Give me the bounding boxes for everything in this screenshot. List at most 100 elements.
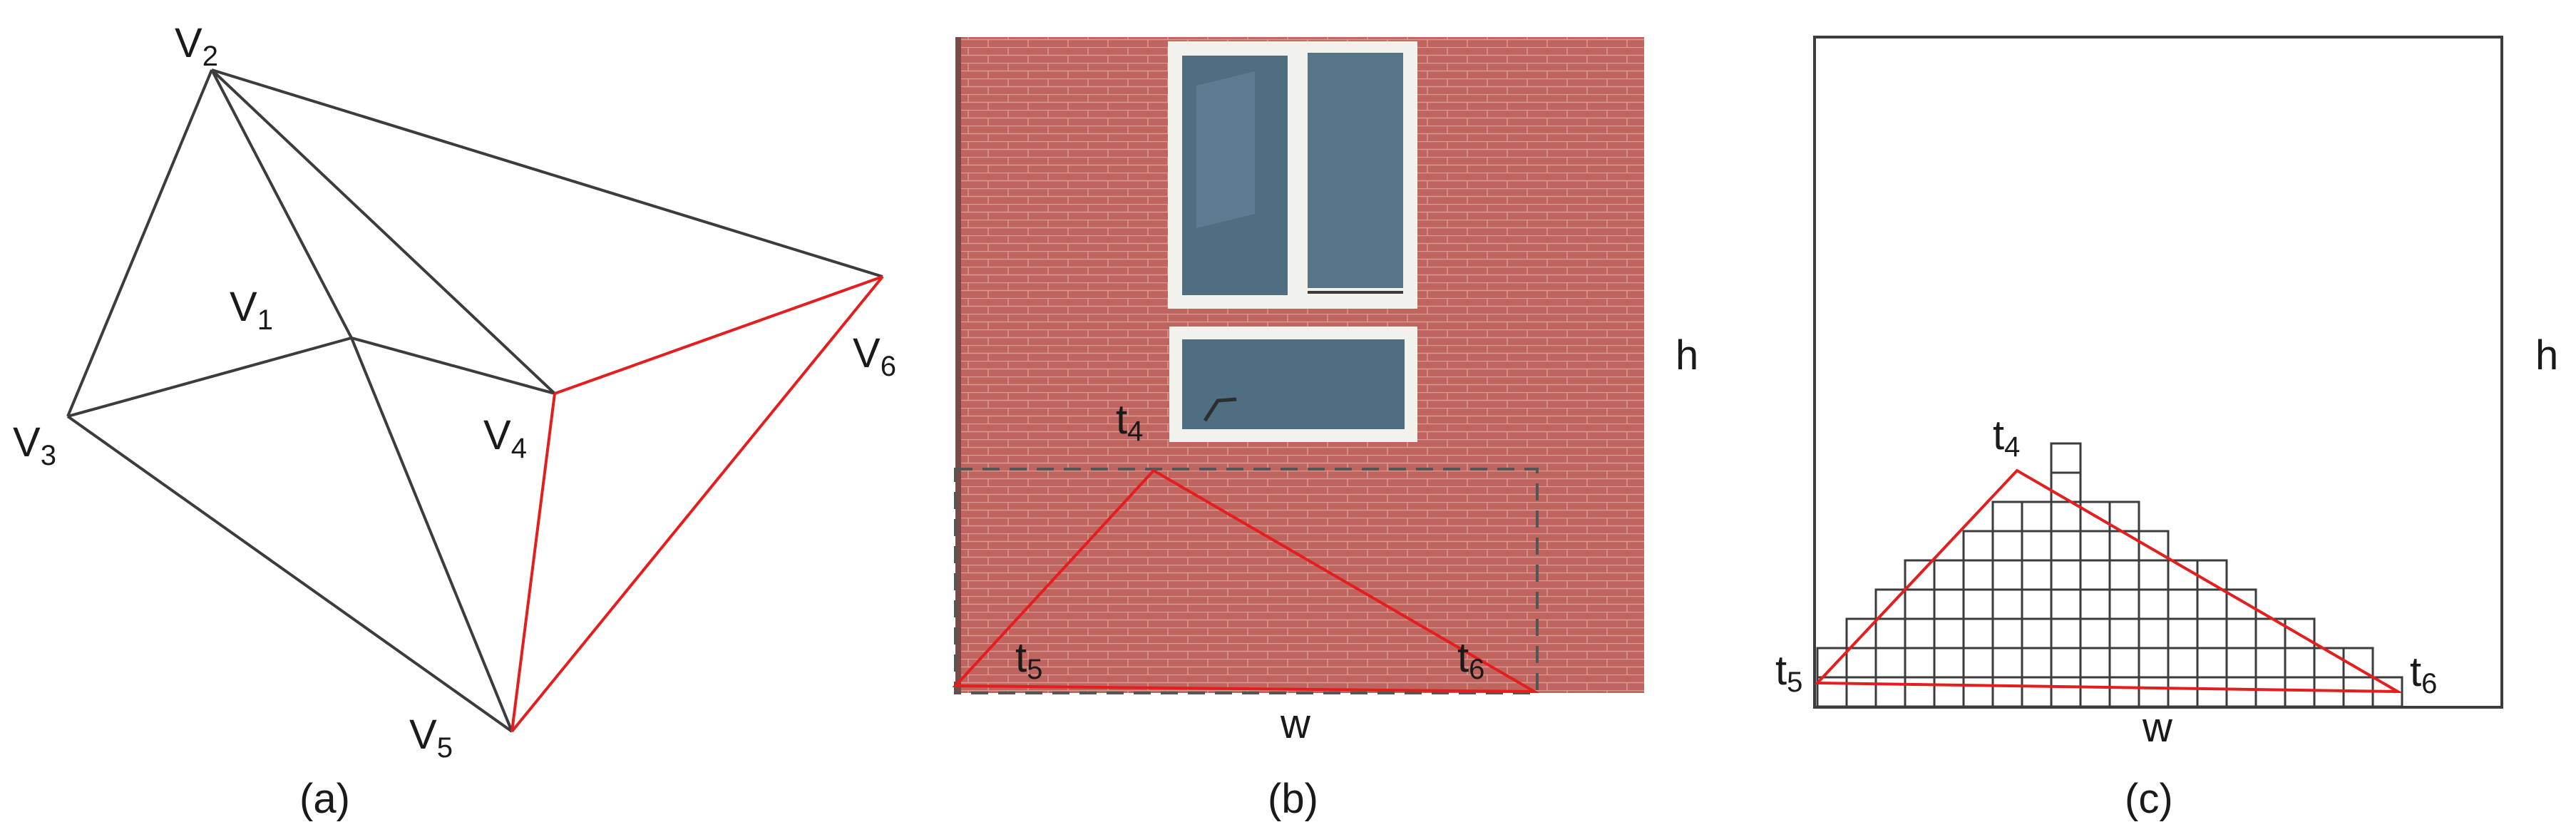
pixel-cell [2021, 647, 2053, 679]
pixel-cell [2342, 647, 2374, 679]
pixel-cell [2138, 588, 2170, 620]
pixel-cell [1845, 617, 1877, 649]
pixel-cell [2021, 617, 2053, 649]
pixel-cell [1816, 647, 1848, 679]
vertex-label-v4: V4 [483, 412, 527, 464]
pixel-cell [2167, 588, 2199, 620]
pixel-cell [2138, 647, 2170, 679]
pixel-cell [2079, 676, 2111, 708]
pixel-cell [1962, 676, 1994, 708]
pixel-cell [2225, 588, 2257, 620]
pixel-cell [2079, 530, 2111, 562]
glass-reflection [1196, 71, 1255, 228]
triangle-t4-t5-t6 [952, 468, 1540, 694]
pixel-cell [1962, 559, 1994, 591]
pixel-cell [2138, 676, 2170, 708]
pixel-cell [1991, 617, 2023, 649]
pixel-cell [2196, 617, 2228, 649]
pixel-cell [2079, 559, 2111, 591]
pixel-cell [1874, 617, 1907, 649]
edge-v5-v6 [510, 275, 884, 733]
width-label-b: w [1280, 701, 1311, 747]
pixel-cell [1933, 559, 1965, 591]
pixel-cell [2284, 647, 2316, 679]
bounding-box [954, 468, 1539, 694]
pixel-cell [2138, 617, 2170, 649]
pixel-cell [1991, 559, 2023, 591]
point-label-t4: t4 [1116, 396, 1143, 447]
pixel-cell [2284, 676, 2316, 708]
pixel-cell [1962, 530, 1994, 562]
pixel-cell [1991, 647, 2023, 679]
pixel-cell [1962, 647, 1994, 679]
height-label-c: h [2535, 332, 2558, 379]
pixel-cell [2167, 559, 2199, 591]
pixel-cell [2196, 588, 2228, 620]
pixel-cell [1874, 676, 1907, 708]
pixel-cell [2254, 647, 2287, 679]
caption-c: (c) [2125, 776, 2173, 822]
window-handle [1203, 397, 1237, 422]
pixel-cell [1904, 676, 1936, 708]
edge-v3-v5 [66, 415, 513, 733]
vertex-label-v6: V6 [853, 330, 896, 382]
pixel-cell [2079, 588, 2111, 620]
wall-shadow-edge [955, 37, 961, 693]
pixel-cell [1991, 676, 2023, 708]
pixel-cell [2079, 617, 2111, 649]
pixel-cell [2021, 676, 2053, 708]
pixel-cell [2079, 647, 2111, 679]
pixel-cell [1904, 617, 1936, 649]
pixel-cell [2138, 559, 2170, 591]
pixel-cell [2021, 559, 2053, 591]
pixel-cell [2050, 530, 2082, 562]
pixel-cell [2108, 500, 2140, 533]
edge-v2-v4 [210, 68, 556, 395]
pixel-cell [2167, 617, 2199, 649]
pixel-cell [1845, 647, 1877, 679]
pixel-cell [1962, 588, 1994, 620]
point-label-t6: t6 [2410, 649, 2437, 699]
pixel-cell [2108, 588, 2140, 620]
pixel-cell [2021, 530, 2053, 562]
edge-v1-v4 [351, 337, 555, 395]
image-frame [1813, 36, 2503, 709]
edge-v4-v6 [554, 275, 883, 395]
panel-a: V2 V1 V3 V4 V5 V6 (a) [13, 20, 896, 822]
facade-photo [955, 37, 1644, 693]
point-label-t5: t5 [1015, 635, 1042, 685]
pixel-cell [2050, 588, 2082, 620]
point-label-t5: t5 [1775, 647, 1802, 698]
pixel-cell [2108, 530, 2140, 562]
pixel-cell [1991, 588, 2023, 620]
pixel-cell [2225, 647, 2257, 679]
pixel-cell [1904, 588, 1936, 620]
pixel-cell [1991, 530, 2023, 562]
pixel-cell [1874, 647, 1907, 679]
pixel-cell [2050, 676, 2082, 708]
pixel-cell [2108, 617, 2140, 649]
pixel-cell [2108, 676, 2140, 708]
pixel-cell [1962, 617, 1994, 649]
pixel-cell [2167, 676, 2199, 708]
vertex-label-v3: V3 [13, 419, 56, 471]
pixel-cell [1933, 588, 1965, 620]
pixel-cell [2196, 647, 2228, 679]
point-label-t6: t6 [1457, 635, 1484, 685]
pixel-cell [2225, 617, 2257, 649]
upper-window-mullion [1290, 44, 1305, 308]
pixel-cell [1845, 676, 1877, 708]
pixel-cell [1933, 676, 1965, 708]
edge-v1-v3 [67, 337, 352, 418]
pixel-cell [2050, 647, 2082, 679]
lower-window-glass [1182, 339, 1405, 429]
height-label-b: h [1676, 332, 1698, 379]
edge-v2-v3 [66, 69, 213, 417]
point-label-t4: t4 [1993, 412, 2020, 463]
pixel-cell [1933, 617, 1965, 649]
pixel-cell [2254, 676, 2287, 708]
vertex-label-v2: V2 [175, 20, 218, 72]
pixel-cell [2050, 559, 2082, 591]
pixel-cell [2050, 617, 2082, 649]
